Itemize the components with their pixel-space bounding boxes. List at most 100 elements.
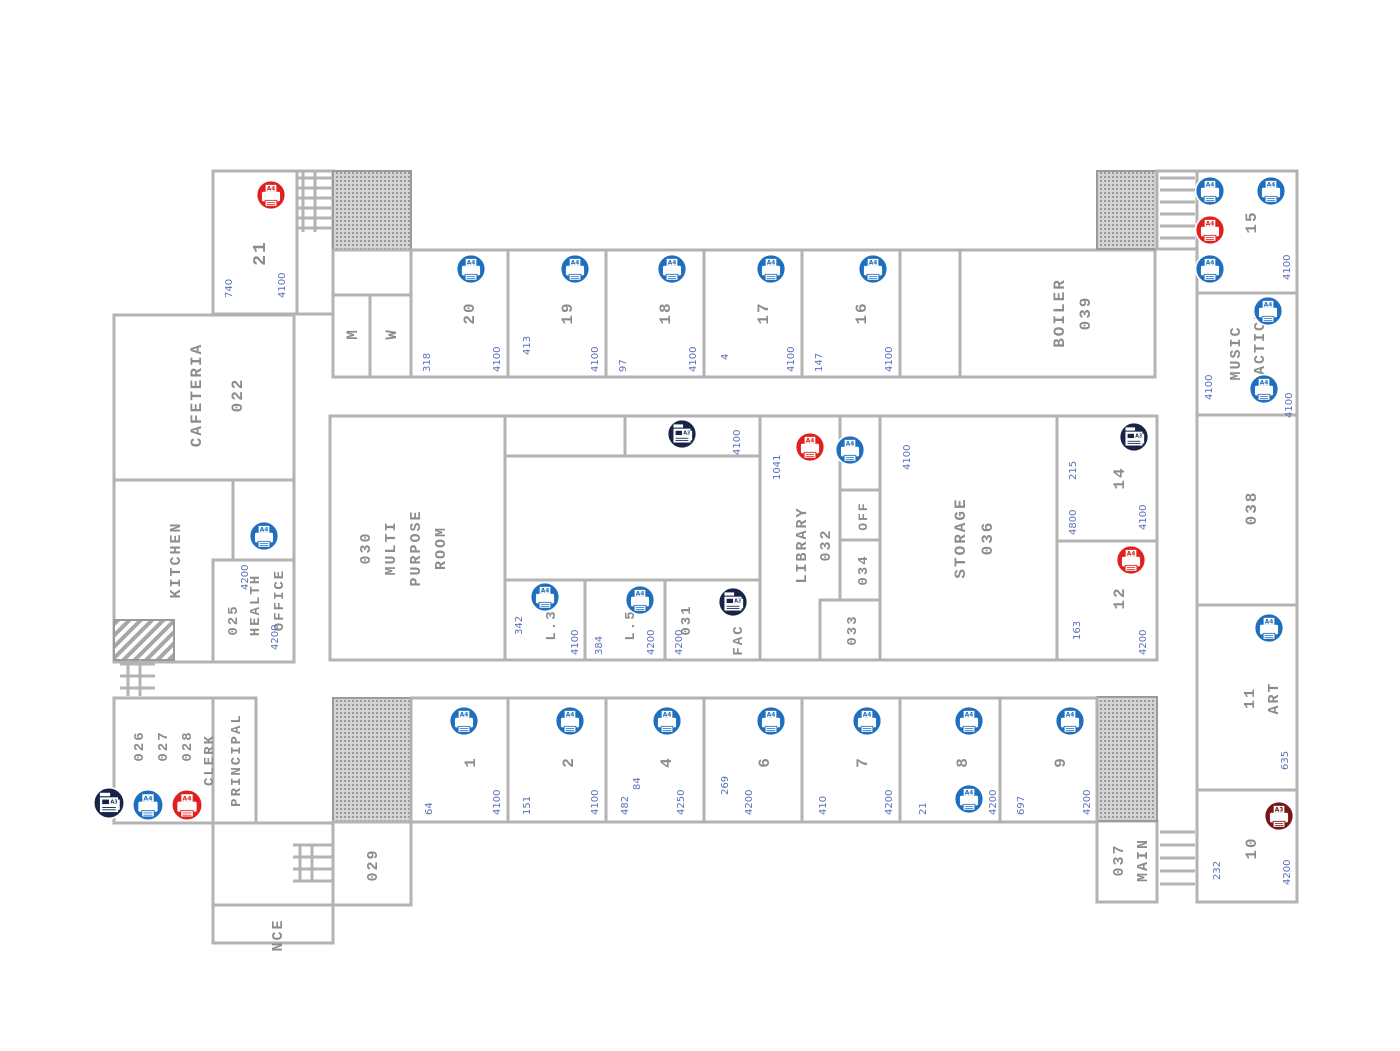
multifunction-copier-icon[interactable] bbox=[1118, 421, 1150, 453]
a4-printer-icon[interactable] bbox=[851, 705, 883, 737]
room-label-038: 038 bbox=[1243, 491, 1261, 526]
svg-text:318: 318 bbox=[422, 353, 433, 372]
room-label-21: 21 bbox=[251, 240, 271, 266]
svg-text:232: 232 bbox=[1212, 861, 1223, 880]
room-label-off: OFF bbox=[856, 501, 871, 530]
room-label-034: 034 bbox=[856, 554, 872, 585]
svg-text:4100: 4100 bbox=[902, 445, 913, 470]
svg-text:740: 740 bbox=[224, 279, 235, 298]
svg-text:4100: 4100 bbox=[688, 347, 699, 372]
multifunction-copier-icon[interactable] bbox=[92, 786, 126, 820]
room-label-022: 022 bbox=[229, 378, 247, 413]
a4-color-printer-icon[interactable] bbox=[255, 179, 287, 211]
room-label-16: 16 bbox=[853, 301, 871, 324]
room-label-clerk: CLERK bbox=[202, 734, 218, 786]
stairs bbox=[120, 171, 1195, 886]
room-label-14: 14 bbox=[1111, 466, 1129, 489]
multifunction-copier-icon[interactable] bbox=[717, 586, 749, 618]
room-label-026: 026 bbox=[132, 730, 148, 761]
svg-text:4100: 4100 bbox=[492, 347, 503, 372]
svg-text:4100: 4100 bbox=[1284, 393, 1295, 418]
svg-text:4: 4 bbox=[720, 354, 731, 360]
room-label-029: 029 bbox=[365, 848, 382, 881]
a4-printer-icon[interactable] bbox=[755, 705, 787, 737]
room-label-025: 025 bbox=[226, 604, 242, 635]
a4-printer-icon[interactable] bbox=[651, 705, 683, 737]
a4-printer-icon[interactable] bbox=[1248, 373, 1280, 405]
svg-text:4100: 4100 bbox=[570, 630, 581, 655]
room-label-039: 039 bbox=[1077, 296, 1095, 331]
a4-printer-icon[interactable] bbox=[131, 788, 165, 822]
svg-text:4100: 4100 bbox=[1138, 505, 1149, 530]
a4-printer-icon[interactable] bbox=[857, 253, 889, 285]
svg-text:151: 151 bbox=[522, 796, 533, 815]
room-label-multi: MULTI bbox=[383, 520, 400, 575]
a4-printer-icon[interactable] bbox=[656, 253, 688, 285]
svg-text:163: 163 bbox=[1072, 621, 1083, 640]
a4-printer-icon[interactable] bbox=[1054, 705, 1086, 737]
room-label-027: 027 bbox=[156, 730, 172, 761]
room-label-storage: STORAGE bbox=[952, 497, 970, 578]
room-label-kitchen: KITCHEN bbox=[168, 521, 185, 598]
room-label-boiler: BOILER bbox=[1051, 278, 1069, 348]
a4-printer-icon[interactable] bbox=[529, 581, 561, 613]
room-label-fac: FAC bbox=[731, 624, 747, 655]
a4-printer-icon[interactable] bbox=[1252, 295, 1284, 327]
svg-text:97: 97 bbox=[618, 359, 629, 372]
svg-text:84: 84 bbox=[632, 777, 643, 790]
room-label-11: 11 bbox=[1242, 687, 1259, 709]
a4-printer-icon[interactable] bbox=[554, 705, 586, 737]
room-label-principal: PRINCIPAL bbox=[229, 713, 245, 807]
room-label-9: 9 bbox=[1052, 756, 1070, 768]
a4-printer-icon[interactable] bbox=[624, 584, 656, 616]
a4-printer-icon[interactable] bbox=[448, 705, 480, 737]
a4-printer-icon[interactable] bbox=[953, 705, 985, 737]
a4-printer-icon[interactable] bbox=[1253, 612, 1285, 644]
svg-text:384: 384 bbox=[594, 636, 605, 655]
a4-printer-icon[interactable] bbox=[755, 253, 787, 285]
svg-text:697: 697 bbox=[1016, 796, 1027, 815]
a4-printer-icon[interactable] bbox=[455, 253, 487, 285]
room-label-10: 10 bbox=[1243, 836, 1261, 859]
svg-text:4200: 4200 bbox=[674, 630, 685, 655]
svg-text:4100: 4100 bbox=[277, 273, 288, 298]
room-label-033: 033 bbox=[845, 614, 861, 645]
room-label-7: 7 bbox=[854, 756, 872, 768]
multifunction-copier-icon[interactable] bbox=[666, 418, 698, 450]
a4-color-printer-icon[interactable] bbox=[1194, 214, 1226, 246]
svg-text:64: 64 bbox=[424, 802, 435, 815]
svg-text:410: 410 bbox=[818, 796, 829, 815]
svg-text:4800: 4800 bbox=[1068, 510, 1079, 535]
svg-text:4200: 4200 bbox=[240, 565, 251, 590]
room-label-036: 036 bbox=[979, 521, 997, 556]
a4-printer-icon[interactable] bbox=[1194, 253, 1226, 285]
svg-text:4100: 4100 bbox=[884, 347, 895, 372]
a4-printer-icon[interactable] bbox=[1194, 175, 1226, 207]
room-label-8: 8 bbox=[954, 756, 972, 768]
a4-color-printer-icon[interactable] bbox=[170, 788, 204, 822]
a4-color-printer-icon[interactable] bbox=[794, 431, 826, 463]
a4-printer-icon[interactable] bbox=[1255, 175, 1287, 207]
svg-text:4100: 4100 bbox=[1204, 375, 1215, 400]
room-label-main: MAIN bbox=[1135, 838, 1152, 882]
svg-text:215: 215 bbox=[1068, 461, 1079, 480]
svg-text:4100: 4100 bbox=[590, 347, 601, 372]
room-label-office: OFFICE bbox=[272, 569, 288, 631]
room-label-l5: L.5 bbox=[623, 609, 639, 640]
room-label-18: 18 bbox=[657, 301, 675, 324]
a4-color-printer-icon[interactable] bbox=[1115, 544, 1147, 576]
svg-text:4100: 4100 bbox=[786, 347, 797, 372]
a4-printer-icon[interactable] bbox=[248, 520, 280, 552]
a4-printer-icon[interactable] bbox=[953, 783, 985, 815]
room-label-031: 031 bbox=[679, 604, 695, 635]
a4-printer-icon[interactable] bbox=[559, 253, 591, 285]
a3-printer-icon[interactable] bbox=[1263, 800, 1295, 832]
room-label-purpose: PURPOSE bbox=[408, 509, 425, 586]
svg-text:342: 342 bbox=[514, 616, 525, 635]
svg-text:4200: 4200 bbox=[744, 790, 755, 815]
svg-text:4250: 4250 bbox=[676, 790, 687, 815]
room-labels: 21 20 19 18 17 16 BOILER 039 15 MUSIC PR… bbox=[132, 210, 1283, 951]
svg-text:4100: 4100 bbox=[590, 790, 601, 815]
a4-printer-icon[interactable] bbox=[834, 434, 866, 466]
room-label-library: LIBRARY bbox=[794, 506, 811, 583]
